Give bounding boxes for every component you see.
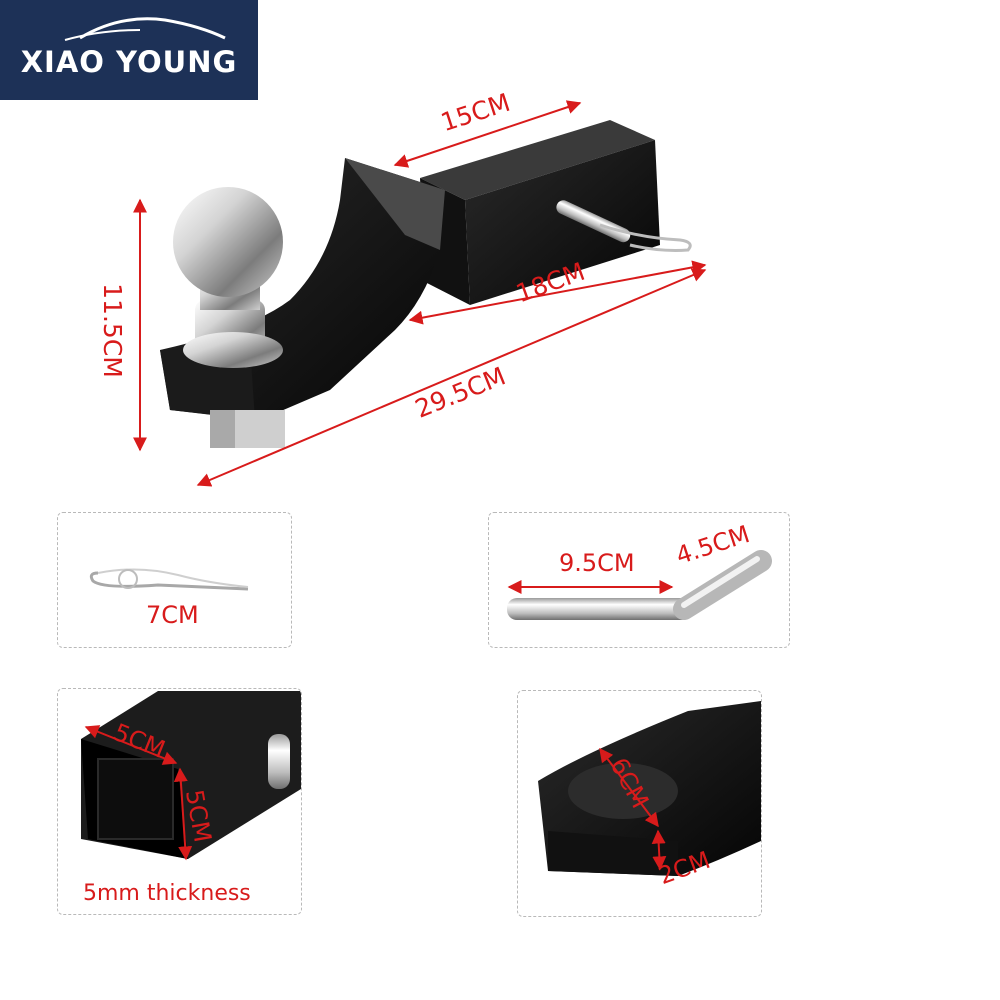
panel-drop: 6CM 2CM — [517, 690, 762, 917]
drop-closeup-image — [538, 701, 761, 876]
hitch-ball — [173, 187, 283, 368]
hitch-pin-image — [507, 550, 772, 620]
dim-line-15 — [393, 100, 582, 168]
thickness-caption: 5mm thickness — [83, 881, 251, 906]
car-silhouette-icon — [64, 17, 226, 41]
r-clip-image — [89, 568, 249, 591]
brand-logo: XIAO YOUNG — [0, 0, 258, 100]
panel-pin: 9.5CM 4.5CM — [488, 512, 790, 648]
panel-receiver: 5CM 5CM 5mm thickness — [57, 688, 302, 915]
dim-label-11-5: 11.5CM — [97, 283, 127, 378]
clip-length-label: 7CM — [146, 601, 199, 629]
hitch-pin-small — [556, 200, 692, 252]
dim-line-29-5 — [196, 268, 707, 487]
receiver-closeup-image — [81, 691, 301, 861]
pin-straight-label: 9.5CM — [559, 549, 635, 577]
panel-clip: 7CM — [57, 512, 292, 648]
brand-name: XIAO YOUNG — [20, 45, 238, 79]
